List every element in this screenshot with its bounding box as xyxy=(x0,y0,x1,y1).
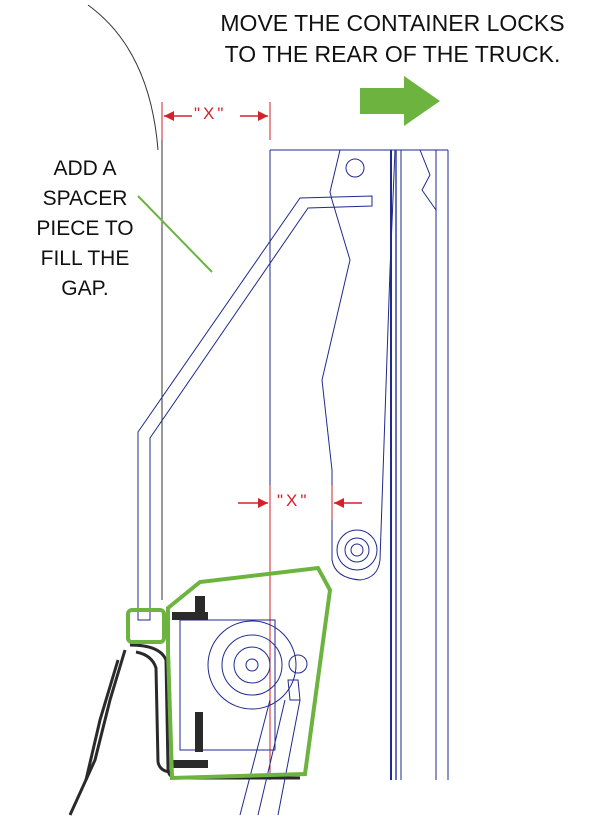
lock-latch xyxy=(321,149,437,581)
right-arrow-icon xyxy=(360,76,440,126)
spacer-note-line-4: FILL THE xyxy=(40,247,130,270)
lock-arm xyxy=(137,195,373,621)
container-curve xyxy=(87,4,159,151)
spacer-note-line-5: GAP. xyxy=(61,277,109,300)
lock-mechanism xyxy=(179,619,308,816)
instruction-title: MOVE THE CONTAINER LOCKS TO THE REAR OF … xyxy=(200,8,585,70)
instruction-title-line-1: MOVE THE CONTAINER LOCKS xyxy=(220,10,565,36)
spacer-note-line-2: SPACER xyxy=(42,187,128,210)
dimension-top xyxy=(161,102,271,140)
frame-bracket xyxy=(68,643,300,816)
spacer-note-line-1: ADD A xyxy=(53,157,117,180)
instruction-title-line-2: TO THE REAR OF THE TRUCK. xyxy=(224,41,561,67)
spacer-note-line-3: PIECE TO xyxy=(36,217,134,240)
dimension-bottom xyxy=(238,485,362,780)
dimension-top-label: "X" xyxy=(194,104,227,123)
bolts xyxy=(172,596,208,768)
spacer-highlight xyxy=(126,565,333,781)
spacer-note: ADD A SPACER PIECE TO FILL THE GAP. xyxy=(10,154,160,304)
note-leader-line xyxy=(137,195,213,273)
dimension-bottom-label: "X" xyxy=(277,491,310,510)
